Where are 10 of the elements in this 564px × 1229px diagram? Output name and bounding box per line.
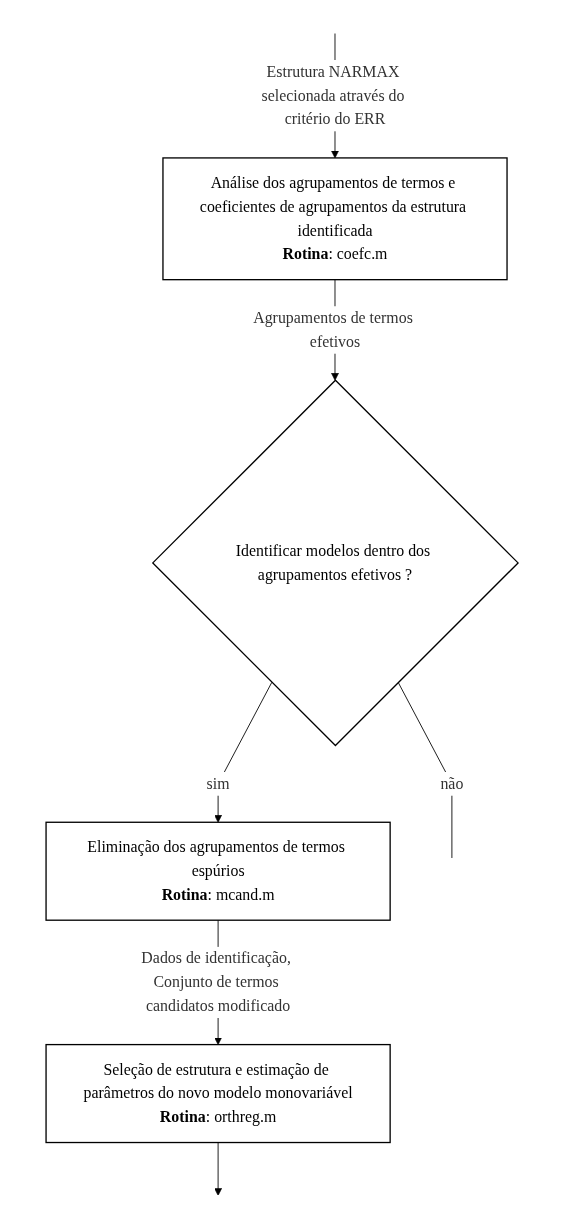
edge-label: Estrutura NARMAX selecionada através do critério do ERR xyxy=(261,62,405,128)
edge-label: sim xyxy=(206,774,230,793)
edge-label: Agrupamentos de termos efetivos xyxy=(253,308,413,351)
node-box: Eliminação dos agrupamentos de termos espúrios Rotina: mcand.m xyxy=(45,821,391,921)
edge-label: não xyxy=(440,774,464,793)
node-box: Seleção de estrutura e estimação de parâmetros do novo modelo monovariável Rotina: orthreg.m xyxy=(45,1043,391,1144)
node-box: Análise dos agrupamentos de termos e coeficientes de agrupamentos da estrutura identificada Rotina: coefc.m xyxy=(162,157,508,281)
connector xyxy=(397,681,453,859)
node-diamond: Identificar modelos dentro dos agrupamentos efetivos ? xyxy=(151,379,519,747)
edge-label: Dados de identificação, Conjunto de termos candidatos modificado xyxy=(141,949,291,1015)
